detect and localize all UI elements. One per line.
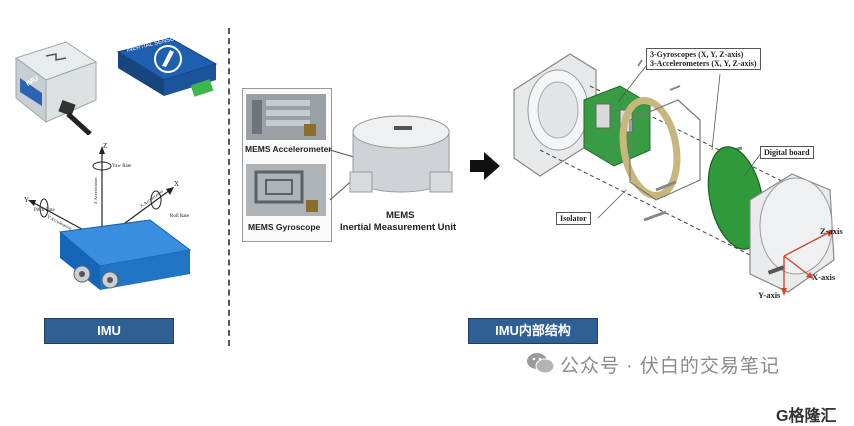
- imu-exploded-view-illustration: [513, 53, 835, 296]
- brand-logo: G格隆汇: [776, 408, 837, 425]
- mems-gyroscope-image: [246, 164, 326, 216]
- imu-axes-sensor-illustration: [28, 146, 192, 290]
- mems-accelerometer-label: MEMS Accelerometer: [245, 144, 332, 154]
- z-axis-label: Z: [103, 142, 108, 150]
- wechat-icon: [527, 353, 555, 374]
- y-axis-label: Y: [24, 196, 30, 204]
- x-axis-callout: X-axis: [812, 272, 836, 282]
- pitch-rate-label: Pitch Rate: [34, 208, 55, 213]
- mems-unit-title-line1: MEMS: [386, 210, 415, 221]
- accelerometers-callout: 3-Accelerometers (X, Y, Z-axis): [650, 59, 757, 68]
- x-axis-label: X: [174, 180, 180, 188]
- z-acceleration-label: Z Acceleration: [93, 177, 98, 204]
- yaw-rate-label: Yaw Rate: [112, 164, 132, 169]
- mems-gyroscope-label: MEMS Gyroscope: [248, 222, 321, 232]
- mems-unit-title-line2: Inertial Measurement Unit: [340, 222, 457, 233]
- isolator-callout: Isolator: [556, 212, 591, 225]
- watermark-text: 公众号 · 伏白的交易笔记: [560, 356, 780, 377]
- inertial-sense-sensor-illustration: [116, 37, 218, 97]
- gyroscopes-callout: 3-Gyroscopes (X, Y, Z-axis): [650, 50, 744, 59]
- panel-divider: [228, 28, 230, 346]
- imu-internal-structure-label: IMU内部结构: [468, 318, 598, 344]
- roll-rate-label: Roll Rate: [170, 214, 190, 219]
- digital-board-callout: Digital board: [760, 146, 814, 159]
- right-arrow-icon: [470, 152, 500, 180]
- y-axis-callout: Y-axis: [758, 290, 781, 300]
- sensors-callout-box: 3-Gyroscopes (X, Y, Z-axis) 3-Accelerome…: [646, 48, 761, 70]
- mems-imu-unit-illustration: [349, 115, 453, 193]
- mems-accelerometer-image: [246, 94, 326, 140]
- imu-panel-label: IMU: [44, 318, 174, 344]
- z-axis-callout: Z-axis: [820, 226, 843, 236]
- imu-sensor-grey-illustration: [14, 41, 98, 135]
